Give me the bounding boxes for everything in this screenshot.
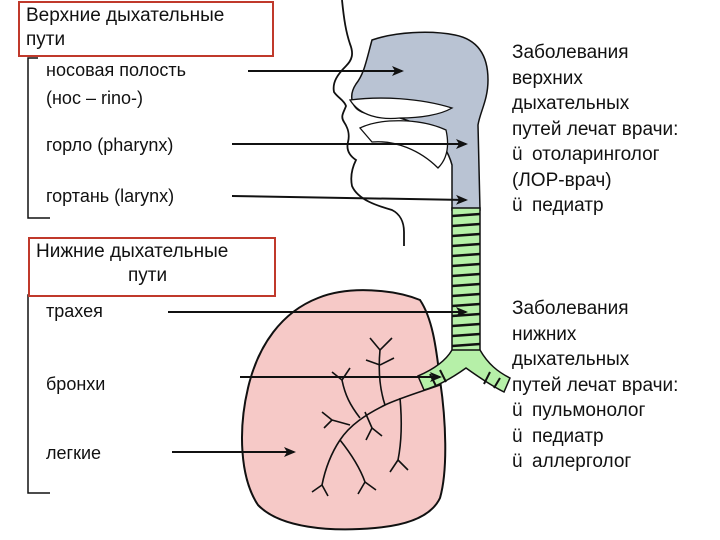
label-bronchi: бронхи [46,374,106,394]
label-larynx: гортань (larynx) [46,186,175,206]
check-icon: ü [512,400,523,421]
upper-group-title-line1: Верхние дыхательные [26,5,225,26]
doctor-name: педиатр [532,425,604,447]
lower-group-title-line2: пути [128,265,168,286]
upper-group-title-line2: пути [26,29,66,50]
pointer-arrows [168,66,468,457]
doctor-name: педиатр [532,195,604,216]
upper-text-line: верхних [512,67,583,89]
doctor-item: ü педиатр [512,193,678,219]
lower-text-line: путей лечат врачи: [512,374,679,396]
upper-bracket [27,57,50,219]
doctor-item: ü отоларинголог [512,142,678,168]
trachea-rings [451,212,481,348]
doctor-name: отоларинголог [532,144,660,165]
arrow-larynx [231,194,468,205]
doctor-item: ü педиатр [512,424,678,450]
upper-text-line: путей лечат врачи: [512,118,679,140]
check-icon: ü [512,144,523,165]
upper-text-line: дыхательных [512,93,630,114]
doctor-item: ü пульмонолог [512,398,678,424]
check-icon: ü [512,425,523,447]
lower-group-box [28,237,276,297]
doctor-name: аллерголог [532,451,632,472]
doctor-name: пульмонолог [532,400,646,421]
label-nasal-cavity: носовая полость [46,60,186,80]
upper-airway-shape [350,31,489,211]
label-nose: (нос – rino-) [46,88,143,108]
label-trachea: трахея [46,301,103,321]
check-icon: ü [512,195,523,216]
upper-doctors-text: Заболевания верхних дыхательных путей ле… [512,40,678,219]
lower-doctors-text: Заболевания нижних дыхательных путей леч… [512,296,678,475]
lower-text-line: нижних [512,323,577,345]
doctor-name: (ЛОР-врач) [512,169,612,191]
label-lungs: легкие [46,443,102,463]
lower-text-line: дыхательных [512,349,630,370]
doctor-item: (ЛОР-врач) [512,168,678,194]
doctor-item: ü аллерголог [512,449,678,475]
upper-group-box [18,1,274,57]
lung-shape [241,289,447,531]
bronchial-tree [311,337,441,497]
label-pharynx: горло (pharynx) [46,135,174,155]
palate [348,97,454,120]
upper-text-line: Заболевания [512,42,629,63]
lower-group-title-line1: Нижние дыхательные [36,241,229,262]
lower-text-line: Заболевания [512,298,629,319]
check-icon: ü [512,451,523,472]
